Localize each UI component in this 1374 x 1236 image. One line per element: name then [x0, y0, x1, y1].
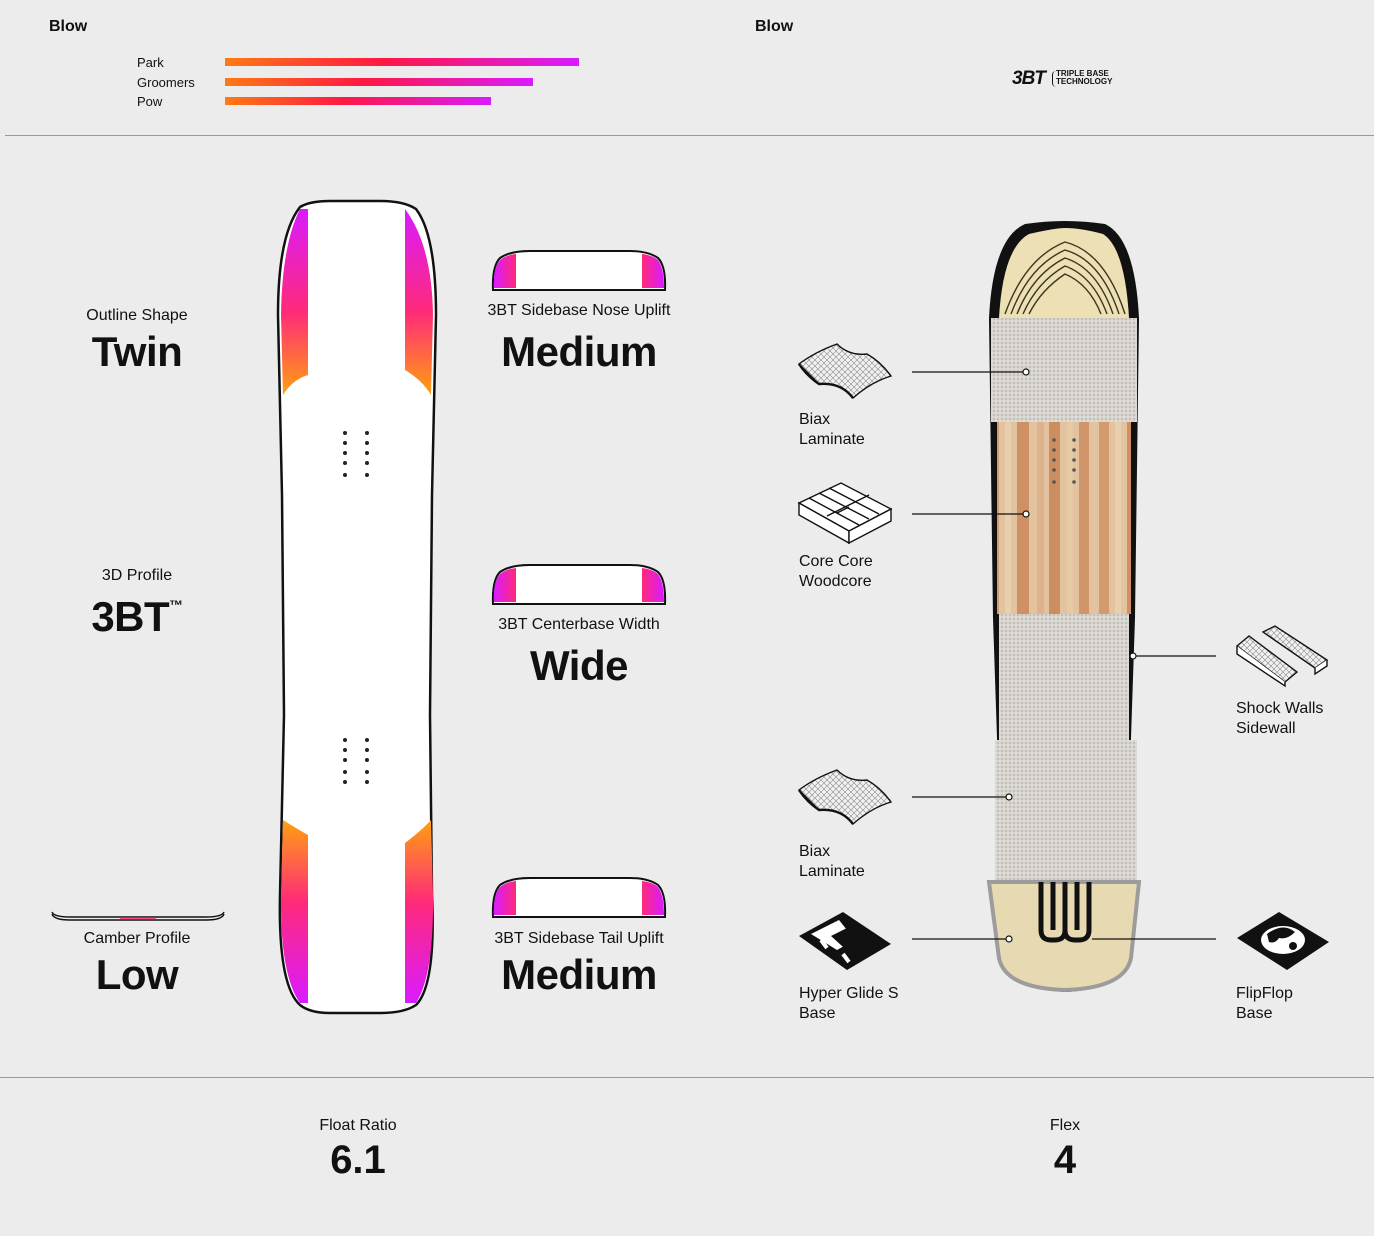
biax-bottom-line2: Laminate — [799, 863, 865, 880]
terrain-bar-park — [225, 58, 579, 66]
flipflop-line2: Base — [1236, 1005, 1273, 1022]
camber-profile-value: Low — [95, 951, 179, 998]
3bt-logo-line2: TECHNOLOGY — [1056, 77, 1113, 86]
nose-uplift-value: Medium — [501, 328, 657, 375]
base-line1: Hyper Glide S — [799, 985, 899, 1002]
right-header-title: Blow — [755, 18, 794, 35]
terrain-bar-groomers — [225, 78, 533, 86]
tail-uplift-label: 3BT Sidebase Tail Uplift — [494, 930, 664, 947]
biax-laminate-icon — [797, 343, 893, 400]
biax-top-line2: Laminate — [799, 431, 865, 448]
centerbase-width-label: 3BT Centerbase Width — [498, 616, 660, 633]
logo-bracket — [1052, 71, 1057, 87]
3d-profile-text: 3BT — [91, 593, 170, 640]
flipflop-line1: FlipFlop — [1236, 985, 1293, 1002]
nose-uplift-label: 3BT Sidebase Nose Uplift — [487, 302, 671, 319]
centerbase-width-value: Wide — [530, 642, 628, 689]
3d-profile-label: 3D Profile — [101, 567, 173, 584]
terrain-label-pow: Pow — [137, 94, 163, 109]
flex-label: Flex — [1049, 1117, 1081, 1134]
float-ratio-value: 6.1 — [330, 1138, 386, 1182]
terrain-label-groomers: Groomers — [137, 75, 195, 90]
biax-top-line1: Biax — [799, 411, 831, 428]
binding-inserts-nose — [343, 431, 369, 477]
biax-laminate-icon — [797, 769, 893, 826]
sidewall-line1: Shock Walls — [1236, 700, 1324, 717]
3bt-logo-line1: TRIPLE BASE — [1056, 69, 1109, 78]
3d-profile-value: 3BT™ — [0, 593, 297, 641]
woodcore-line1: Core Core — [799, 553, 873, 570]
flipflop-icon — [1237, 912, 1329, 970]
float-ratio-label: Float Ratio — [319, 1117, 397, 1134]
terrain-bar-pow — [225, 97, 491, 105]
3bt-logo-mark: 3BT — [1012, 68, 1046, 89]
snowboard-top-view — [276, 199, 438, 1015]
left-header-title: Blow — [49, 18, 88, 35]
footer-divider — [0, 1077, 1374, 1078]
woodcore-icon — [797, 482, 893, 545]
centerbase-width-icon — [491, 564, 667, 605]
outline-shape-label: Outline Shape — [86, 307, 188, 324]
base-icon — [799, 912, 891, 970]
nose-uplift-icon — [491, 250, 667, 291]
binding-inserts-tail — [343, 738, 369, 784]
tail-uplift-icon — [491, 877, 667, 918]
sidewall-icon — [1235, 625, 1329, 688]
base-label: Hyper Glide S Base — [799, 984, 899, 1024]
biax-bottom-line1: Biax — [799, 843, 831, 860]
base-logo — [1038, 882, 1092, 943]
sidewall-line2: Sidewall — [1236, 720, 1296, 737]
core-inserts — [1052, 438, 1076, 484]
terrain-label-park: Park — [137, 55, 164, 70]
base-line2: Base — [799, 1005, 836, 1022]
camber-profile-label: Camber Profile — [83, 930, 191, 947]
snowboard-layers-view — [986, 221, 1142, 993]
woodcore-line2: Woodcore — [799, 573, 872, 590]
header-divider — [5, 135, 1374, 136]
flex-value: 4 — [1053, 1138, 1077, 1182]
camber-profile-icon — [51, 911, 225, 921]
trademark-symbol: ™ — [169, 597, 183, 613]
tail-uplift-value: Medium — [501, 951, 657, 998]
outline-shape-value: Twin — [91, 328, 183, 375]
